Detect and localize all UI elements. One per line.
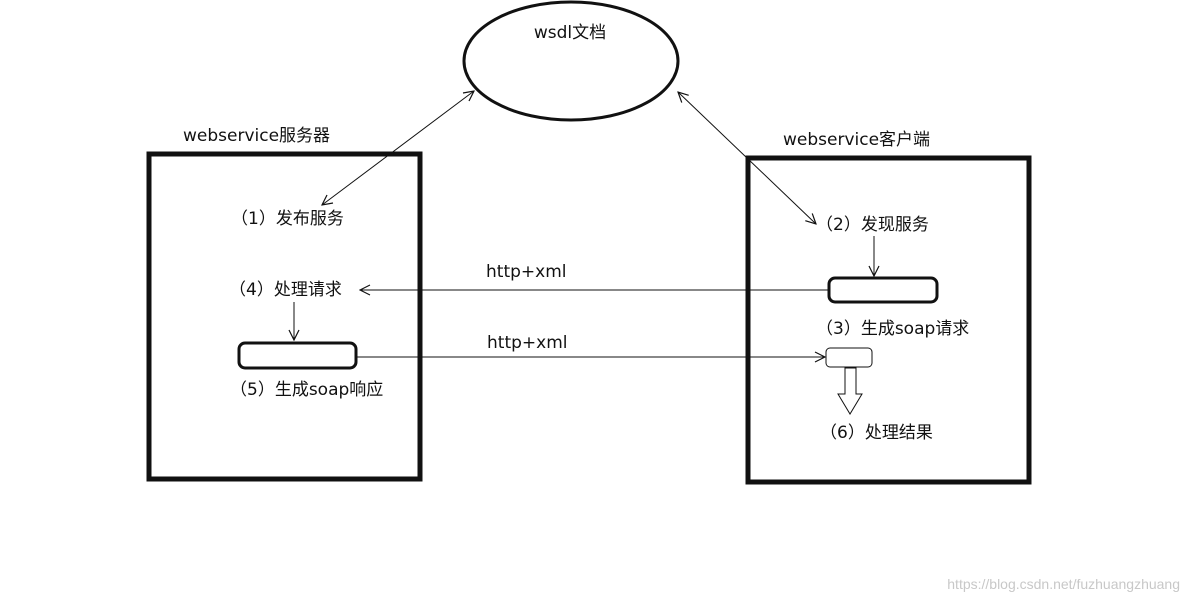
server-title: webservice服务器 [183, 126, 330, 146]
process-result-arrow [837, 367, 863, 415]
wsdl-client-connector [678, 92, 816, 224]
request-label: http+xml [486, 262, 566, 282]
client-step6-label: （6）处理结果 [820, 423, 933, 443]
wsdl-document-node [462, 0, 680, 122]
soap-receive-node [825, 347, 873, 368]
server-step1-label: （1）发布服务 [231, 209, 344, 229]
server-step4-label: （4）处理请求 [229, 280, 342, 300]
soap-request-node [827, 276, 939, 304]
response-label: http+xml [487, 333, 567, 353]
server-wsdl-connector [322, 91, 474, 205]
wsdl-label: wsdl文档 [534, 23, 606, 43]
server-step5-label: （5）生成soap响应 [230, 380, 383, 400]
server-box [146, 151, 423, 482]
client-box [745, 155, 1032, 485]
watermark: https://blog.csdn.net/fuzhuangzhuang [947, 576, 1180, 592]
client-step3-label: （3）生成soap请求 [816, 319, 969, 339]
soap-response-node [237, 341, 358, 370]
client-title: webservice客户端 [783, 130, 930, 150]
client-step2-label: （2）发现服务 [816, 215, 929, 235]
